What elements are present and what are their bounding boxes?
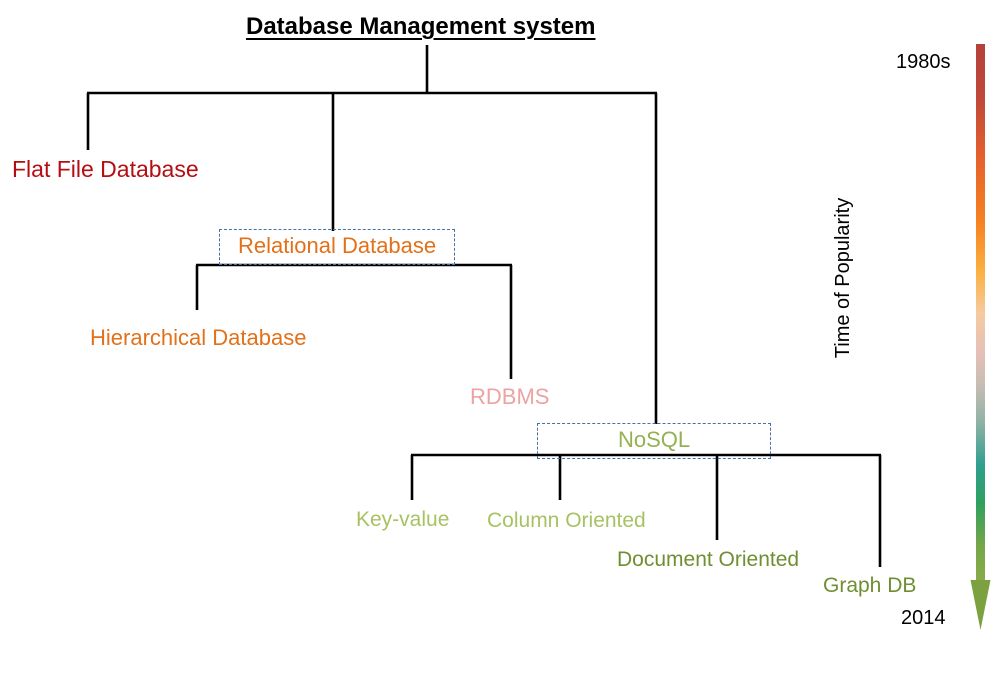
node-flat-file-database: Flat File Database	[12, 156, 199, 182]
timeline-bar	[976, 44, 985, 584]
node-column-oriented: Column Oriented	[487, 509, 646, 532]
node-document-oriented: Document Oriented	[617, 548, 800, 571]
node-key-value: Key-value	[356, 508, 450, 531]
timeline-axis-caption: Time of Popularity	[832, 197, 854, 359]
node-graph-db: Graph DB	[823, 574, 917, 597]
node-nosql: NoSQL	[537, 423, 772, 459]
timeline-gradient-arrow	[970, 44, 991, 630]
timeline-end-year: 2014	[901, 607, 946, 629]
page-title: Database Management system	[246, 13, 596, 40]
node-hierarchical-database: Hierarchical Database	[90, 325, 307, 350]
node-rdbms: RDBMS	[470, 384, 550, 409]
timeline-start-year: 1980s	[896, 51, 951, 73]
node-relational-database: Relational Database	[219, 229, 456, 265]
down-arrow-icon	[970, 580, 991, 630]
